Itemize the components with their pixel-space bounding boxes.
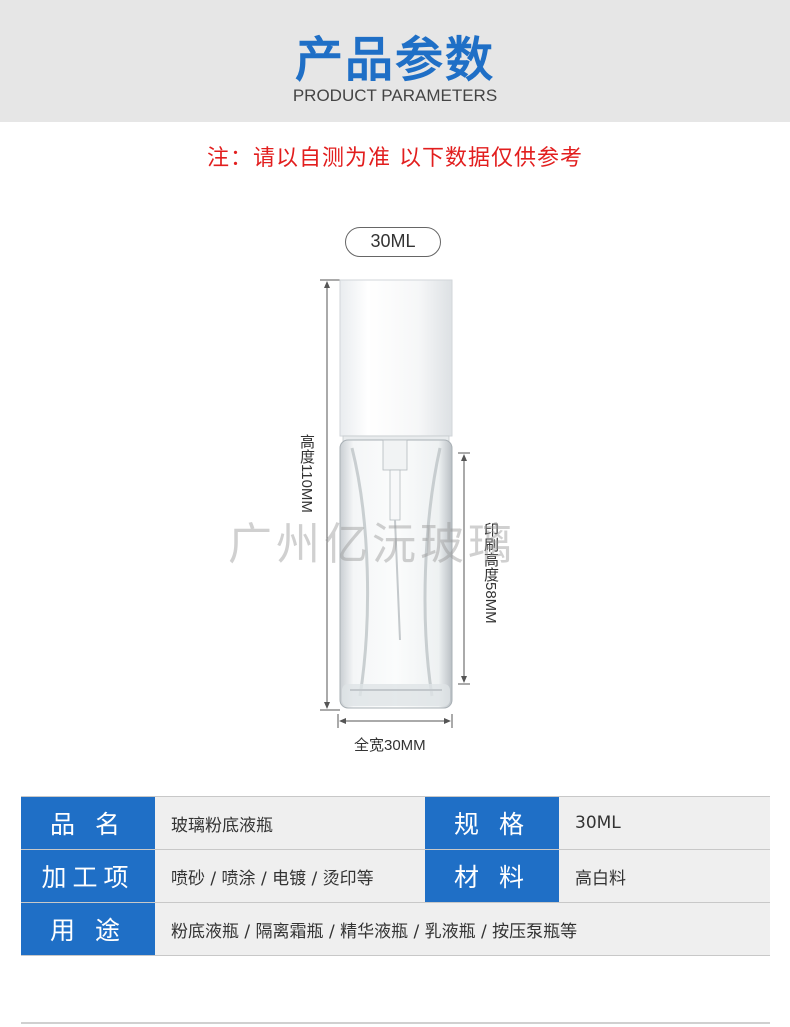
spec-value-material: 高白料 xyxy=(559,850,770,902)
spec-value-process: 喷砂 / 喷涂 / 电镀 / 烫印等 xyxy=(155,850,425,902)
spec-header-name: 品 名 xyxy=(21,797,155,849)
spec-value-usage: 粉底液瓶 / 隔离霜瓶 / 精华液瓶 / 乳液瓶 / 按压泵瓶等 xyxy=(155,903,770,955)
spec-header-usage: 用 途 xyxy=(21,903,155,955)
page-subtitle: PRODUCT PARAMETERS xyxy=(292,86,498,105)
print-height-label: 印刷高度58MM xyxy=(482,522,499,624)
footer-divider xyxy=(21,1022,770,1024)
spec-row: 品 名 玻璃粉底液瓶 规 格 30ML xyxy=(21,797,770,850)
spec-value-name: 玻璃粉底液瓶 xyxy=(155,797,425,849)
spec-header-material: 材 料 xyxy=(425,850,559,902)
spec-header-spec: 规 格 xyxy=(425,797,559,849)
spec-row: 加工项 喷砂 / 喷涂 / 电镀 / 烫印等 材 料 高白料 xyxy=(21,850,770,903)
width-label: 全宽30MM xyxy=(354,737,426,754)
height-dimension-line xyxy=(320,279,340,711)
spec-row: 用 途 粉底液瓶 / 隔离霜瓶 / 精华液瓶 / 乳液瓶 / 按压泵瓶等 xyxy=(21,903,770,956)
page-title: 产品参数 xyxy=(294,32,495,88)
glass-bottle-body xyxy=(339,439,453,709)
header-band: 产品参数 PRODUCT PARAMETERS xyxy=(0,0,790,122)
spec-table: 品 名 玻璃粉底液瓶 规 格 30ML 加工项 喷砂 / 喷涂 / 电镀 / 烫… xyxy=(21,796,770,956)
disclaimer-note: 注：请以自测为准 以下数据仅供参考 xyxy=(207,146,583,171)
bottle-cap xyxy=(339,279,453,437)
spec-value-spec: 30ML xyxy=(559,797,770,849)
print-height-dimension-line xyxy=(458,452,470,685)
bottle-illustration xyxy=(320,279,470,728)
height-label: 高度110MM xyxy=(298,434,315,513)
pump-tube xyxy=(382,439,408,641)
capacity-badge: 30ML xyxy=(345,227,441,257)
spec-header-process: 加工项 xyxy=(21,850,155,902)
width-dimension-line xyxy=(337,714,453,728)
watermark-text: 广州亿沅玻璃 xyxy=(228,519,516,570)
